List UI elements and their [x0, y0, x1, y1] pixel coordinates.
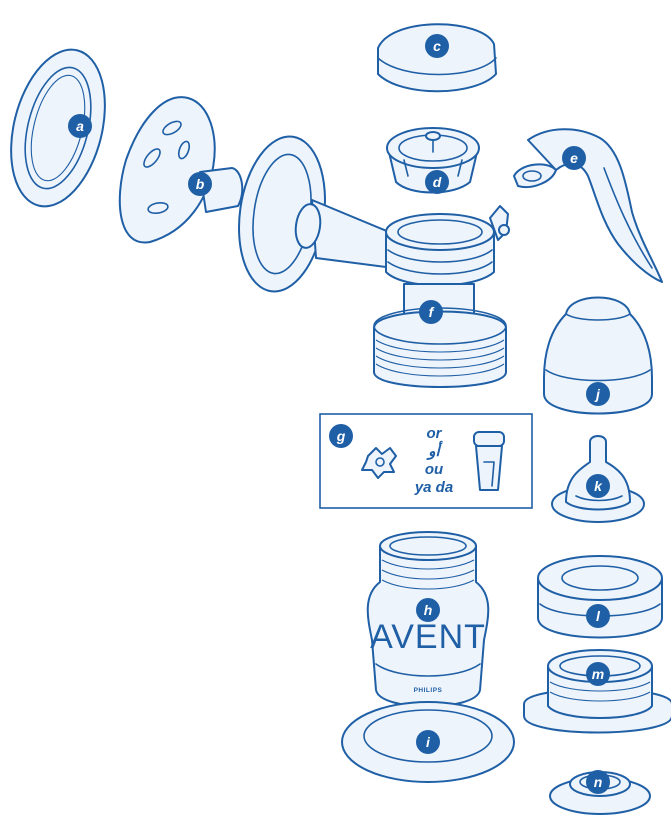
- alt-text-ya-da: ya da: [414, 479, 453, 496]
- label-h: h: [416, 598, 440, 622]
- part-a-cushion: [0, 40, 120, 217]
- duckbill-valve-icon: [474, 432, 504, 490]
- bottle-brand-text: AVENT: [370, 618, 486, 656]
- part-b-massage-cushion: [120, 97, 242, 242]
- label-g: g: [329, 424, 353, 448]
- label-d: d: [425, 170, 449, 194]
- alt-text-ou: ou: [425, 461, 443, 478]
- label-f: f: [419, 300, 443, 324]
- part-e-handle: [514, 129, 662, 282]
- svg-text:c: c: [433, 38, 441, 54]
- svg-text:g: g: [336, 428, 346, 444]
- label-i: i: [416, 730, 440, 754]
- alt-text-or: or: [427, 425, 443, 442]
- svg-text:a: a: [76, 118, 84, 134]
- label-a: a: [68, 114, 92, 138]
- svg-text:d: d: [433, 174, 442, 190]
- label-k: k: [586, 474, 610, 498]
- svg-text:m: m: [592, 666, 604, 682]
- svg-text:b: b: [196, 176, 205, 192]
- svg-text:k: k: [594, 478, 603, 494]
- svg-text:h: h: [424, 602, 433, 618]
- label-m: m: [586, 662, 610, 686]
- svg-text:e: e: [570, 150, 578, 166]
- label-j: j: [586, 382, 610, 406]
- label-n: n: [586, 770, 610, 794]
- label-b: b: [188, 172, 212, 196]
- label-l: l: [586, 604, 610, 628]
- svg-text:n: n: [594, 774, 603, 790]
- label-c: c: [425, 34, 449, 58]
- bottle-maker-text: PHILIPS: [414, 687, 443, 694]
- label-e: e: [562, 146, 586, 170]
